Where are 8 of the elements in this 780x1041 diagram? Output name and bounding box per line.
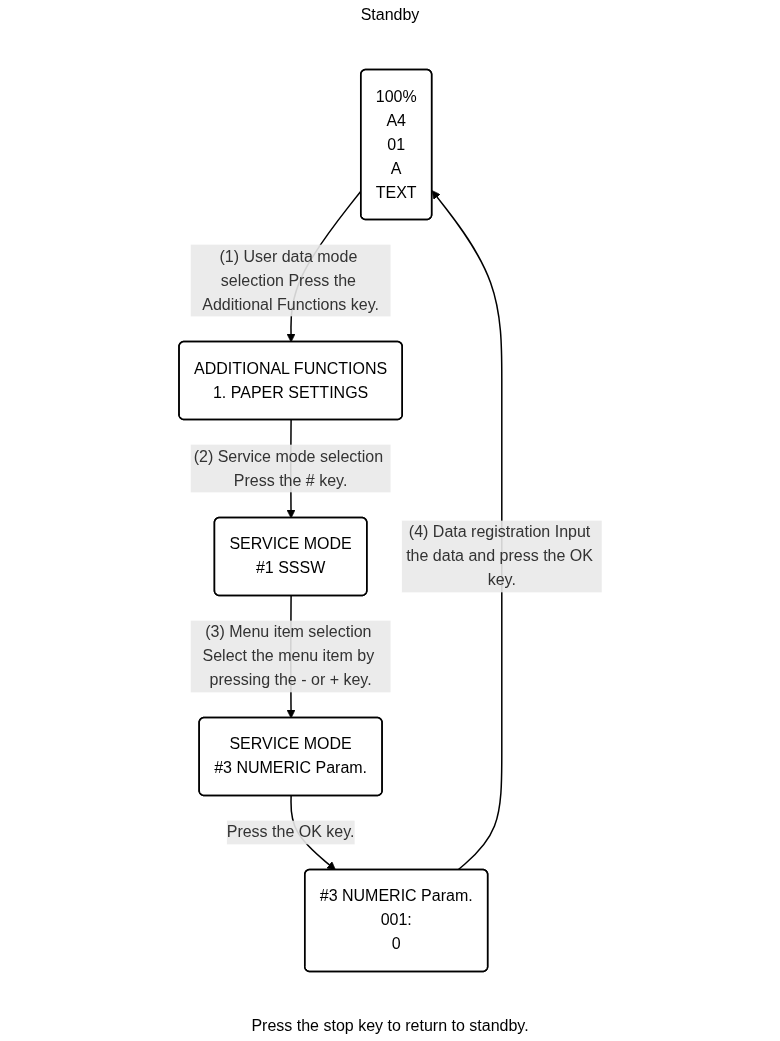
- arrow: [431, 190, 503, 871]
- edge-label: (4) Data registration Input the data and press the OK key.: [405, 523, 593, 589]
- edge-label: (1) User data mode selection Press the Additional Functions key.: [201, 247, 379, 313]
- instruction-note: Press the stop key to return to standby.: [251, 1017, 529, 1035]
- edge-label: Press the OK key.: [226, 823, 355, 841]
- edge-label: (3) Menu item selection Select the menu item by pressing the - or + key.: [202, 623, 374, 689]
- status-caption: Standby: [360, 6, 420, 23]
- edge-label: (2) Service mode selection Press the # key.: [193, 447, 383, 489]
